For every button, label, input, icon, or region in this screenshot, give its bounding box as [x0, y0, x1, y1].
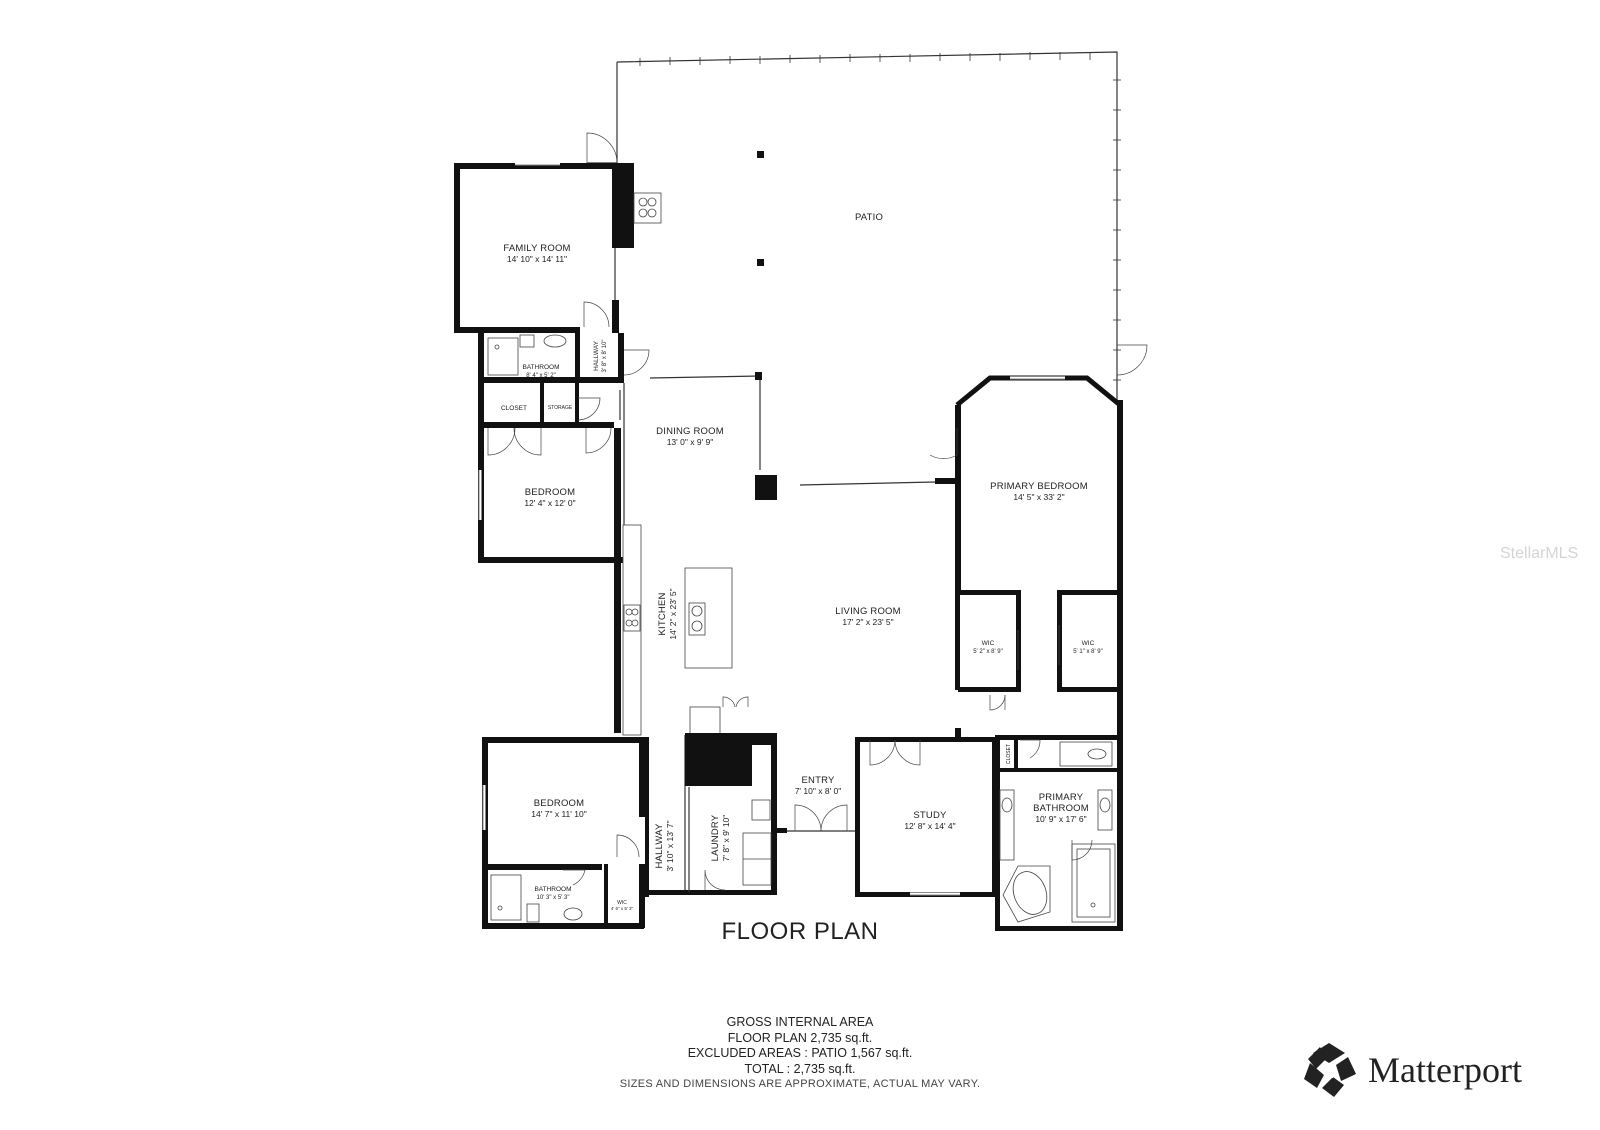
hallway-2-label: HALLWAY	[654, 823, 665, 869]
living-room-label: LIVING ROOM	[835, 606, 901, 617]
bathroom-1-dim: 8' 4" x 5' 2"	[526, 373, 556, 379]
bathroom-2-walls	[482, 864, 645, 929]
hallway-1-dim: 3' 8" x 8' 10"	[602, 340, 608, 373]
floor-plan-area: FLOOR PLAN 2,735 sq.ft.	[727, 1030, 873, 1045]
kitchen-dining-walls	[614, 372, 955, 736]
primary-bedroom-dim: 14' 5" x 33' 2"	[1013, 492, 1064, 502]
total-area: TOTAL : 2,735 sq.ft.	[744, 1061, 856, 1076]
study-dim: 12' 8" x 14' 4"	[904, 821, 955, 831]
laundry-label: LAUNDRY	[710, 814, 721, 861]
primary-bathroom-walls	[995, 735, 1123, 931]
family-room-dim: 14' 10" x 14' 11"	[507, 254, 567, 264]
primary-bathroom-label-2: BATHROOM	[1033, 803, 1089, 814]
hallway-1-label: HALLWAY	[593, 340, 600, 371]
wic-2-label: WIC	[1082, 640, 1095, 647]
hallway-2-dim: 3' 10" x 13' 7"	[665, 820, 675, 871]
dining-room-dim: 13' 0" x 9' 9"	[667, 437, 714, 447]
wic-3-label: WIC	[617, 900, 627, 906]
bedroom-2-walls	[482, 737, 645, 870]
family-room-label: FAMILY ROOM	[503, 243, 570, 254]
bathroom-1-walls	[478, 327, 623, 383]
study-walls	[855, 728, 997, 897]
matterport-wordmark: Matterport	[1368, 1050, 1522, 1090]
matterport-logo-icon	[1304, 1043, 1356, 1097]
bedroom-2-dim: 14' 7" x 11' 10"	[531, 809, 586, 819]
study-label: STUDY	[913, 810, 947, 821]
room-labels: PATIO FAMILY ROOM 14' 10" x 14' 11" BATH…	[501, 212, 1103, 911]
primary-bathroom-dim: 10' 9" x 17' 6"	[1035, 814, 1086, 824]
floor-plan-title: FLOOR PLAN	[721, 918, 879, 945]
laundry-walls	[685, 733, 777, 895]
kitchen-label: KITCHEN	[657, 592, 668, 635]
entry-walls	[777, 804, 855, 833]
bedroom-2-label: BEDROOM	[534, 798, 585, 809]
excluded-areas: EXCLUDED AREAS : PATIO 1,567 sq.ft.	[687, 1046, 913, 1060]
stellarmls-watermark: StellarMLS	[1500, 545, 1579, 562]
entry-dim: 7' 10" x 8' 0"	[795, 786, 842, 796]
primary-bedroom-label: PRIMARY BEDROOM	[990, 481, 1088, 492]
wic-2-dim: 5' 1" x 8' 9"	[1073, 649, 1103, 655]
closet-1-label: CLOSET	[501, 405, 527, 412]
wic-1-label: WIC	[982, 640, 995, 647]
primary-bathroom-label-1: PRIMARY	[1039, 792, 1084, 803]
kitchen-dim: 14' 2" x 23' 5"	[668, 588, 678, 639]
patio-label: PATIO	[855, 212, 883, 223]
wic-1-dim: 5' 2" x 8' 9"	[973, 649, 1003, 655]
bedroom-1-label: BEDROOM	[525, 487, 576, 498]
bedroom-1-walls	[478, 427, 623, 563]
bathroom-2-dim: 10' 3" x 5' 3"	[537, 895, 570, 901]
laundry-dim: 7' 8" x 9' 10"	[721, 815, 731, 862]
hallway-1-walls	[618, 333, 650, 383]
dining-room-label: DINING ROOM	[656, 426, 724, 437]
storage-label: STORAGE	[548, 405, 573, 411]
family-room-walls	[454, 161, 662, 333]
hallway-2-walls	[643, 735, 687, 897]
matterport-brand: Matterport	[1300, 1040, 1580, 1100]
area-summary: GROSS INTERNAL AREA FLOOR PLAN 2,735 sq.…	[560, 1015, 1040, 1093]
bathroom-1-label: BATHROOM	[522, 364, 559, 371]
entry-label: ENTRY	[801, 775, 834, 786]
bathroom-2-label: BATHROOM	[534, 886, 571, 893]
living-room-dim: 17' 2" x 23' 5"	[842, 617, 893, 627]
gross-area-heading: GROSS INTERNAL AREA	[726, 1015, 874, 1029]
closet-storage-walls	[478, 383, 621, 428]
disclaimer-note: SIZES AND DIMENSIONS ARE APPROXIMATE, AC…	[619, 1078, 981, 1090]
bedroom-1-dim: 12' 4" x 12' 0"	[524, 498, 575, 508]
patio-outline	[586, 51, 1148, 400]
primary-bedroom-walls	[929, 375, 1123, 735]
wic-3-dim: 4' 6" x 5' 3"	[611, 906, 634, 911]
closet-2-label: CLOSET	[1006, 744, 1012, 764]
wic-walls	[958, 590, 1120, 711]
